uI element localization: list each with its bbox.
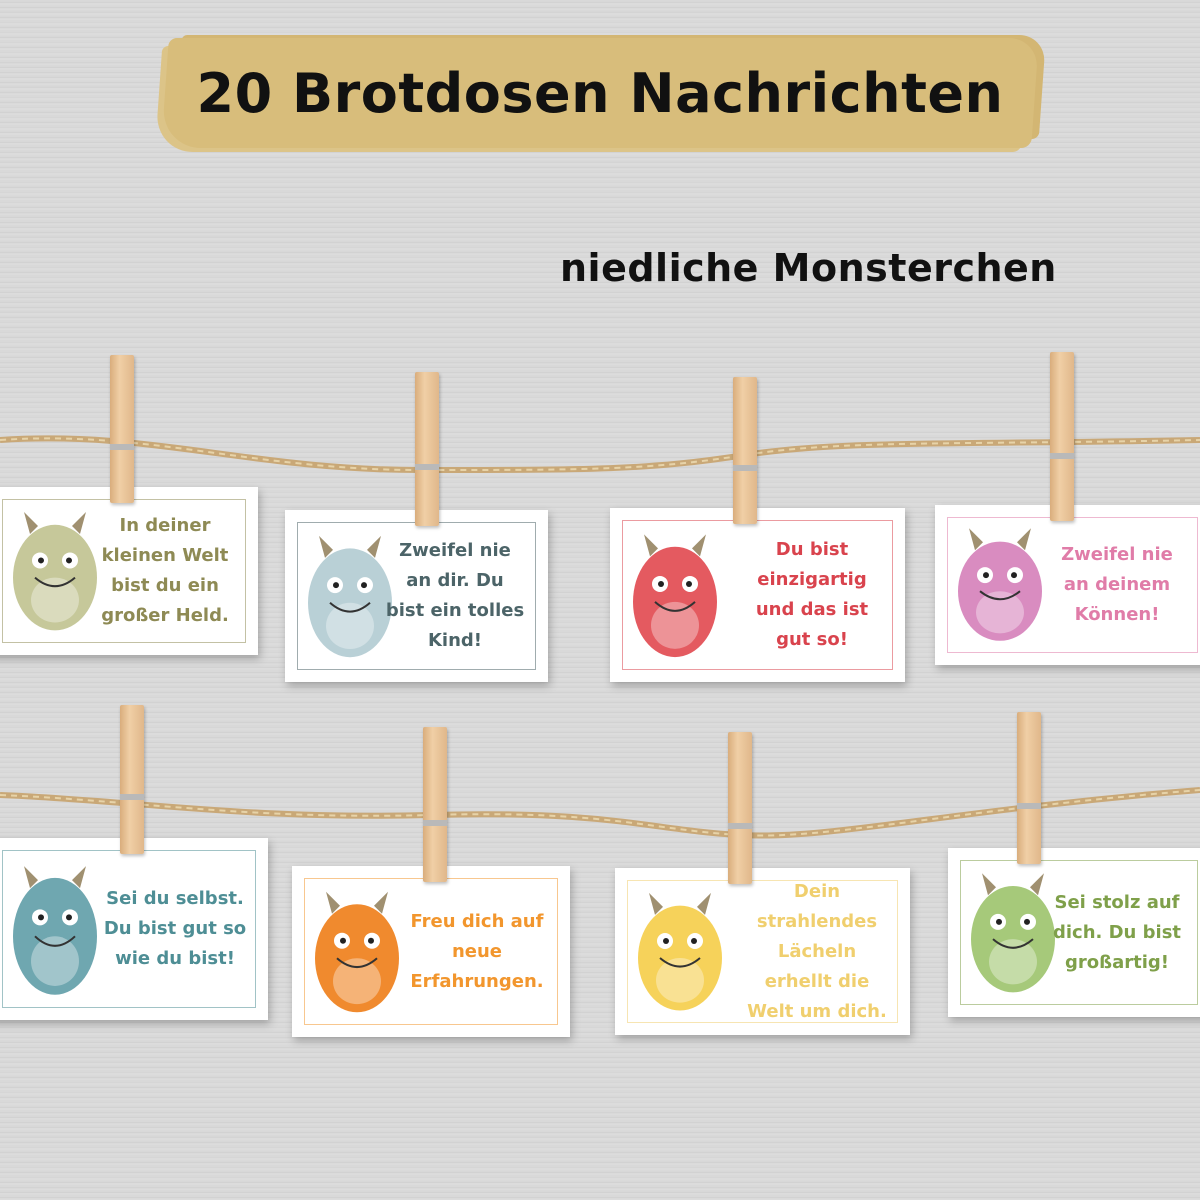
card-message-line: Du bist gut so bbox=[103, 918, 247, 939]
clothespin-icon bbox=[733, 377, 757, 524]
card-message-line: Freu dich auf bbox=[410, 910, 544, 932]
card-message: Du bist einzigartig und das ist gut so! bbox=[737, 508, 887, 682]
monster-illustration bbox=[13, 512, 97, 631]
page-subtitle: niedliche Monsterchen bbox=[560, 246, 1057, 290]
message-card: Sei stolz auf dich. Du bist großartig! bbox=[948, 848, 1200, 1017]
monster-illustration bbox=[958, 528, 1042, 641]
card-message-line: an dir. Du bbox=[406, 570, 504, 591]
card-message-line: Du bist bbox=[775, 539, 849, 560]
card-message-line: Welt um dich. bbox=[747, 1000, 887, 1022]
clothespin-icon bbox=[423, 727, 447, 882]
card-message-line: Sei stolz auf bbox=[1054, 891, 1180, 913]
card-frame bbox=[960, 860, 1198, 1005]
card-message-line: großer Held. bbox=[101, 605, 229, 626]
monster-illustration bbox=[971, 873, 1055, 993]
card-message-line: neue bbox=[451, 940, 503, 962]
page-title: 20 Brotdosen Nachrichten bbox=[196, 62, 1004, 125]
card-message-line: Sei du selbst. bbox=[106, 888, 244, 909]
card-message-line: und das ist bbox=[755, 599, 869, 620]
card-message-line: bist du ein bbox=[111, 575, 219, 596]
card-message-line: In deiner bbox=[119, 515, 211, 536]
clothespin-icon bbox=[120, 705, 144, 854]
card-message-line: Lächeln bbox=[777, 940, 857, 962]
card-message-line: dich. Du bist bbox=[1052, 921, 1182, 943]
monster-illustration bbox=[638, 892, 722, 1011]
card-message-line: Zweifel nie bbox=[1061, 544, 1173, 565]
monster-illustration bbox=[13, 866, 97, 995]
clothespin-icon bbox=[728, 732, 752, 884]
card-message-line: Dein bbox=[793, 880, 841, 902]
card-message-line: strahlendes bbox=[756, 910, 878, 932]
card-message: Sei stolz auf dich. Du bist großartig! bbox=[1042, 848, 1192, 1017]
clothespin-icon bbox=[110, 355, 134, 503]
clothespin-icon bbox=[415, 372, 439, 526]
card-message-line: gut so! bbox=[776, 629, 848, 650]
monster-illustration bbox=[308, 535, 392, 658]
clothespin-icon bbox=[1050, 352, 1074, 521]
card-message-line: einzigartig bbox=[757, 569, 867, 590]
card-message: Sei du selbst. Du bist gut so wie du bist! bbox=[100, 838, 250, 1020]
card-message-line: Erfahrungen. bbox=[410, 970, 544, 992]
card-message-line: erhellt die bbox=[764, 970, 870, 992]
card-message-line: Zweifel nie bbox=[399, 540, 511, 561]
card-message-line: an deinem bbox=[1063, 574, 1171, 595]
clothespin-icon bbox=[1017, 712, 1041, 864]
card-message-line: großartig! bbox=[1065, 951, 1169, 973]
card-message: In deiner kleinen Welt bist du ein großer H… bbox=[90, 487, 240, 655]
card-message-line: Können! bbox=[1074, 604, 1160, 625]
card-message-line: Kind! bbox=[427, 630, 483, 651]
card-frame bbox=[622, 520, 893, 670]
card-message-line: wie du bist! bbox=[115, 948, 235, 969]
card-message-line: bist ein tolles bbox=[385, 600, 525, 621]
message-card: Sei du selbst. Du bist gut so wie du bist! bbox=[0, 838, 268, 1020]
message-card: Du bist einzigartig und das ist gut so! bbox=[610, 508, 905, 682]
card-frame bbox=[627, 880, 898, 1023]
card-message-line: kleinen Welt bbox=[101, 545, 229, 566]
monster-illustration bbox=[633, 534, 717, 658]
monster-illustration bbox=[315, 891, 399, 1013]
message-card: In deiner kleinen Welt bist du ein großer H… bbox=[0, 487, 258, 655]
